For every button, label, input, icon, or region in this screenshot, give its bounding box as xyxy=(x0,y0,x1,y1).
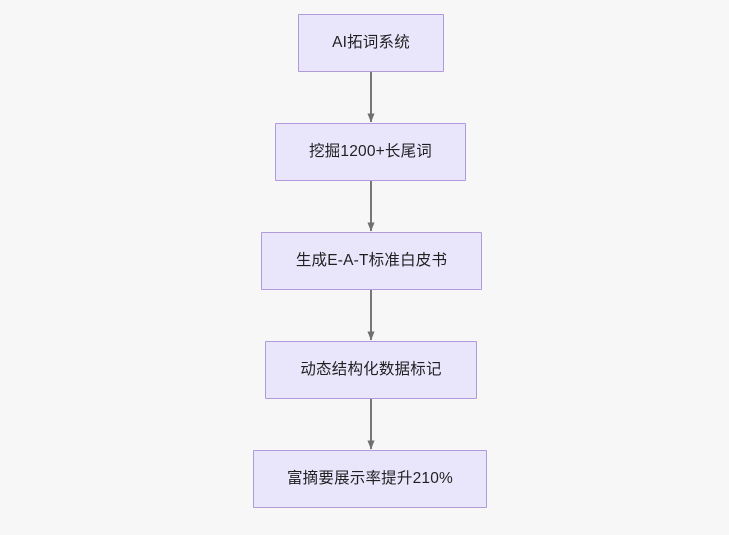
flowchart-node-label: 挖掘1200+长尾词 xyxy=(308,142,433,160)
flowchart-node-n4[interactable]: 动态结构化数据标记 xyxy=(265,341,477,399)
flowchart-node-n5[interactable]: 富摘要展示率提升210% xyxy=(253,450,487,508)
flowchart-node-label: 动态结构化数据标记 xyxy=(300,360,442,378)
flowchart-node-n3[interactable]: 生成E-A-T标准白皮书 xyxy=(261,232,482,290)
flowchart-node-n1[interactable]: AI拓词系统 xyxy=(298,14,444,72)
flowchart-node-label: 富摘要展示率提升210% xyxy=(286,469,454,487)
flowchart-node-label: 生成E-A-T标准白皮书 xyxy=(295,251,448,269)
flowchart-node-label: AI拓词系统 xyxy=(332,33,410,51)
flowchart-node-n2[interactable]: 挖掘1200+长尾词 xyxy=(275,123,466,181)
